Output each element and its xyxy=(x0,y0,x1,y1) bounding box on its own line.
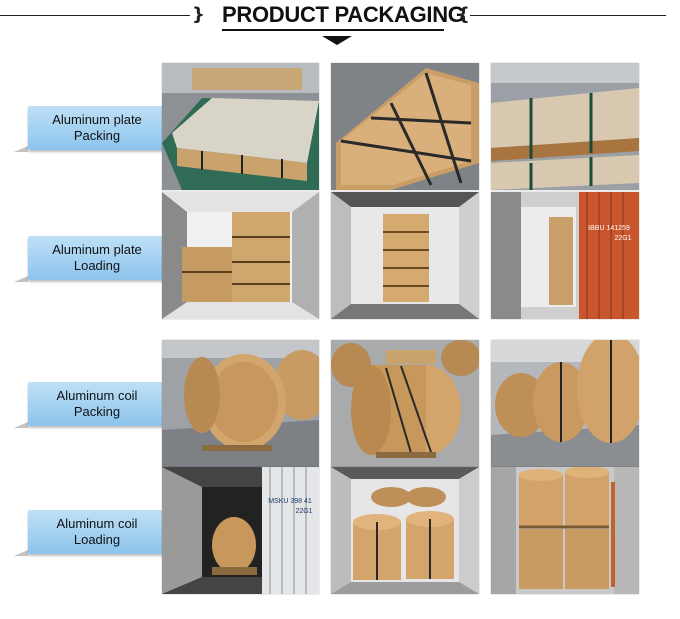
photo-coil-loading-1: MSKU 398 41 22G1 xyxy=(162,467,319,594)
label-line1: Aluminum coil xyxy=(56,516,138,531)
label-box: Aluminum plate Loading xyxy=(28,236,166,280)
photo-coil-packing-3 xyxy=(491,340,639,467)
photo-plate-packing-1 xyxy=(162,63,319,190)
down-arrow-icon xyxy=(322,36,352,45)
label-line1: Aluminum plate xyxy=(52,112,142,127)
container-number: IBBU 141259 xyxy=(588,225,630,232)
label-tail xyxy=(14,550,28,556)
page-title: PRODUCT PACKAGING xyxy=(222,2,465,31)
row-label-coil-loading: Aluminum coil Loading xyxy=(14,510,166,556)
label-line2: Packing xyxy=(73,404,121,419)
header-rule-right xyxy=(470,15,666,16)
label-line2: Loading xyxy=(73,532,121,547)
photo-coil-loading-2 xyxy=(331,467,479,594)
label-line1: Aluminum coil xyxy=(56,388,138,403)
photo-coil-loading-3 xyxy=(491,467,639,594)
label-box: Aluminum coil Packing xyxy=(28,382,166,426)
header-bracket-right: { xyxy=(457,4,470,25)
photo-coil-packing-1 xyxy=(162,340,319,467)
photo-plate-packing-2 xyxy=(331,63,479,190)
photo-plate-packing-3 xyxy=(491,63,639,190)
row-label-plate-packing: Aluminum plate Packing xyxy=(14,106,166,152)
label-line2: Loading xyxy=(73,258,121,273)
label-line2: Packing xyxy=(73,128,121,143)
label-box: Aluminum plate Packing xyxy=(28,106,166,150)
container-number: MSKU 398 41 xyxy=(268,498,312,505)
container-code: 22G1 xyxy=(295,508,312,515)
header-bracket-left: } xyxy=(192,4,205,25)
row-label-coil-packing: Aluminum coil Packing xyxy=(14,382,166,428)
photo-plate-loading-2 xyxy=(331,192,479,319)
row-label-plate-loading: Aluminum plate Loading xyxy=(14,236,166,282)
header-rule-left xyxy=(0,15,190,16)
label-box: Aluminum coil Loading xyxy=(28,510,166,554)
container-code: 22G1 xyxy=(614,235,631,242)
label-tail xyxy=(14,422,28,428)
photo-plate-loading-3: IBBU 141259 22G1 xyxy=(491,192,639,319)
label-tail xyxy=(14,276,28,282)
photo-plate-loading-1 xyxy=(162,192,319,319)
label-line1: Aluminum plate xyxy=(52,242,142,257)
photo-coil-packing-2 xyxy=(331,340,479,467)
label-tail xyxy=(14,146,28,152)
